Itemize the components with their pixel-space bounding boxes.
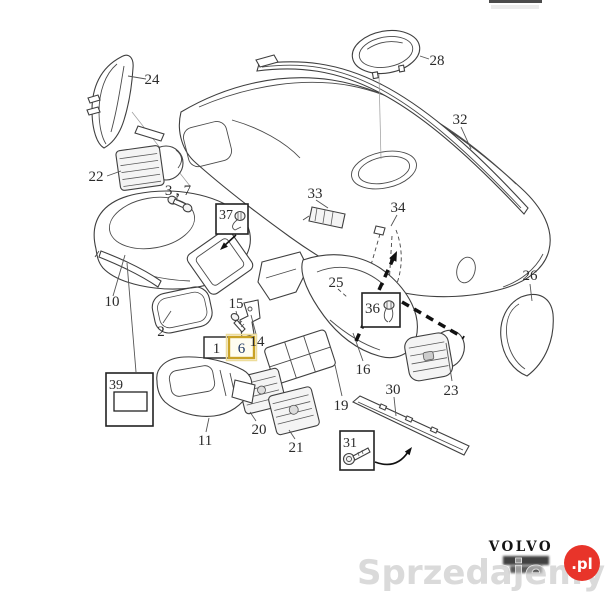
bracket-33 [302, 206, 346, 229]
volvo-wordmark: VOLVO [488, 539, 553, 555]
windshield-trim-strip [255, 54, 529, 215]
callout-box-36: 36 [361, 292, 401, 328]
cluster-gasket [151, 286, 213, 334]
part-label-15: 15 [229, 296, 244, 312]
lower-trim-strip [94, 250, 162, 288]
part-label-19: 19 [334, 398, 349, 414]
bolt-icon [342, 447, 371, 466]
console-side-panel [301, 254, 418, 359]
arrow-head [404, 447, 412, 456]
part-label-2: 2 [157, 324, 165, 340]
part-label-28: 28 [430, 53, 445, 69]
callout-37-label: 37 [219, 208, 233, 223]
part-label-16: 16 [356, 362, 372, 378]
floor-vent-21 [268, 386, 320, 436]
part-label-23: 23 [444, 383, 459, 399]
callout-39-label: 39 [109, 378, 123, 393]
fastener-3-7 [167, 195, 193, 213]
selection-1-label: 1 [213, 341, 221, 357]
dash-end-panel [500, 293, 554, 377]
column-shroud [257, 251, 309, 301]
part-label-34: 34 [391, 200, 407, 216]
part-label-26: 26 [523, 268, 539, 284]
callout-box-31: 31 [339, 430, 412, 471]
watermark-pl-badge [564, 545, 600, 581]
part-label-10: 10 [105, 294, 120, 310]
part-label-25: 25 [329, 275, 344, 291]
callout-36-label: 36 [365, 301, 381, 317]
volvo-branding: VOLVO [488, 539, 553, 573]
center-stack-frame [264, 329, 336, 385]
clip-fastener-icon [232, 210, 246, 231]
screw-15 [230, 312, 246, 333]
right-air-vent [404, 329, 465, 382]
selection-box-1: 1 [203, 336, 230, 359]
speaker-grille [351, 29, 421, 160]
selection-box-6-highlighted: 6 [225, 333, 258, 362]
watermark: Sprzedajemy .pl [357, 545, 605, 593]
callout-box-39: 39 [105, 372, 154, 427]
callout-31-label: 31 [343, 436, 357, 451]
clip-fastener-icon [383, 300, 395, 323]
blank-plate [113, 391, 148, 412]
watermark-pl-text: .pl [571, 555, 593, 573]
part-label-14: 14 [250, 334, 266, 350]
side-air-vent [115, 145, 184, 191]
callout-box-37: 37 [215, 203, 249, 250]
top-edge-artifact [489, 0, 542, 9]
part-label-30: 30 [386, 382, 401, 398]
part-label-20: 20 [252, 422, 267, 438]
obscured-text [503, 556, 549, 573]
watermark-text: Sprzedajemy [357, 553, 605, 593]
center-display-bezel [186, 229, 254, 295]
knee-trim-panel [156, 356, 256, 417]
selection-6-label: 6 [238, 341, 246, 357]
part-label-22: 22 [89, 169, 104, 185]
part-label-32: 32 [453, 112, 468, 128]
part-label-33: 33 [308, 186, 323, 202]
part-number-labels: 24 22 3 , 7 28 32 26 33 34 25 10 2 15 14… [89, 53, 539, 456]
part-label-3-7: 3 , 7 [165, 183, 192, 199]
arrow-head [220, 242, 228, 250]
leader-lines [106, 55, 533, 440]
part-label-21: 21 [289, 440, 304, 456]
part-label-24: 24 [145, 72, 161, 88]
sill-strip [352, 395, 470, 456]
part-label-11: 11 [198, 433, 212, 449]
